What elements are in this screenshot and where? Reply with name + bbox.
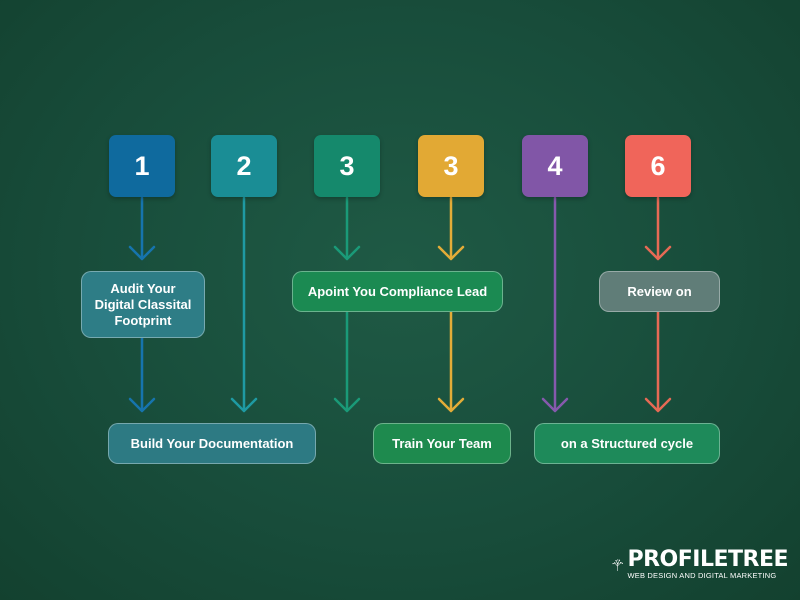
step-label-appoint: Apoint You Compliance Lead — [292, 271, 503, 312]
step-number: 6 — [650, 150, 666, 181]
connector-step-4 — [541, 196, 569, 413]
connector-step-3a — [333, 196, 361, 413]
profiletree-logo: PROFILETREE WEB DESIGN AND DIGITAL MARKE… — [612, 545, 788, 585]
step-number-box-3b: 3 — [418, 135, 484, 197]
step-label-text: Train Your Team — [392, 435, 492, 451]
connector-step-6 — [644, 196, 672, 413]
step-number-box-2: 2 — [211, 135, 277, 197]
tree-icon — [612, 559, 623, 572]
step-label-text: Build Your Documentation — [130, 435, 294, 451]
logo-tagline: WEB DESIGN AND DIGITAL MARKETING — [627, 571, 777, 580]
step-label-review: Review on — [599, 271, 720, 312]
step-label-text: Review on — [627, 283, 692, 299]
step-label-audit: Audit Your Digital Classital Footprint — [81, 271, 205, 338]
step-number: 3 — [443, 150, 459, 181]
step-label-text: Apoint You Compliance Lead — [307, 283, 488, 299]
connector-step-2 — [230, 196, 258, 413]
step-number-box-3: 3 — [314, 135, 380, 197]
step-label-text: on a Structured cycle — [560, 435, 694, 451]
step-number: 4 — [547, 150, 563, 181]
step-number: 3 — [339, 150, 355, 181]
step-label-train: Train Your Team — [373, 423, 511, 464]
connector-step-3b — [437, 196, 465, 413]
step-number: 1 — [134, 150, 150, 181]
connector-step-1 — [128, 196, 156, 413]
step-number-box-6: 6 — [625, 135, 691, 197]
step-number-box-4: 4 — [522, 135, 588, 197]
step-label-cycle: on a Structured cycle — [534, 423, 720, 464]
step-number: 2 — [236, 150, 252, 181]
step-label-build: Build Your Documentation — [108, 423, 316, 464]
logo-name: PROFILETREE — [627, 547, 788, 572]
step-label-text: Audit Your Digital Classital Footprint — [94, 280, 192, 328]
step-number-box-1: 1 — [109, 135, 175, 197]
